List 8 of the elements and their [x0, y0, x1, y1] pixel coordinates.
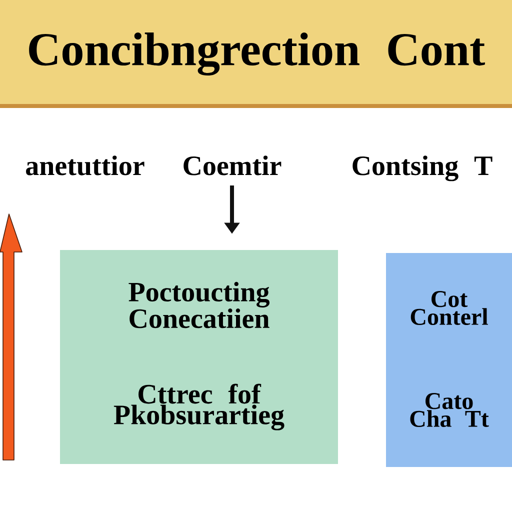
- title-band: Concibngrection Cont: [0, 0, 512, 108]
- box-heading: Cot Conterl: [410, 291, 488, 325]
- box-text: Cttrec fof Pkobsurartieg: [114, 384, 284, 430]
- box-text: Cato Cha Tt: [410, 393, 489, 427]
- heading-text: Coemtir: [184, 156, 282, 176]
- heading-text: Contsing T: [352, 156, 492, 182]
- box-heading: Poctoucting Conecatiien: [128, 282, 270, 328]
- heading-text: anetuttior: [26, 156, 144, 176]
